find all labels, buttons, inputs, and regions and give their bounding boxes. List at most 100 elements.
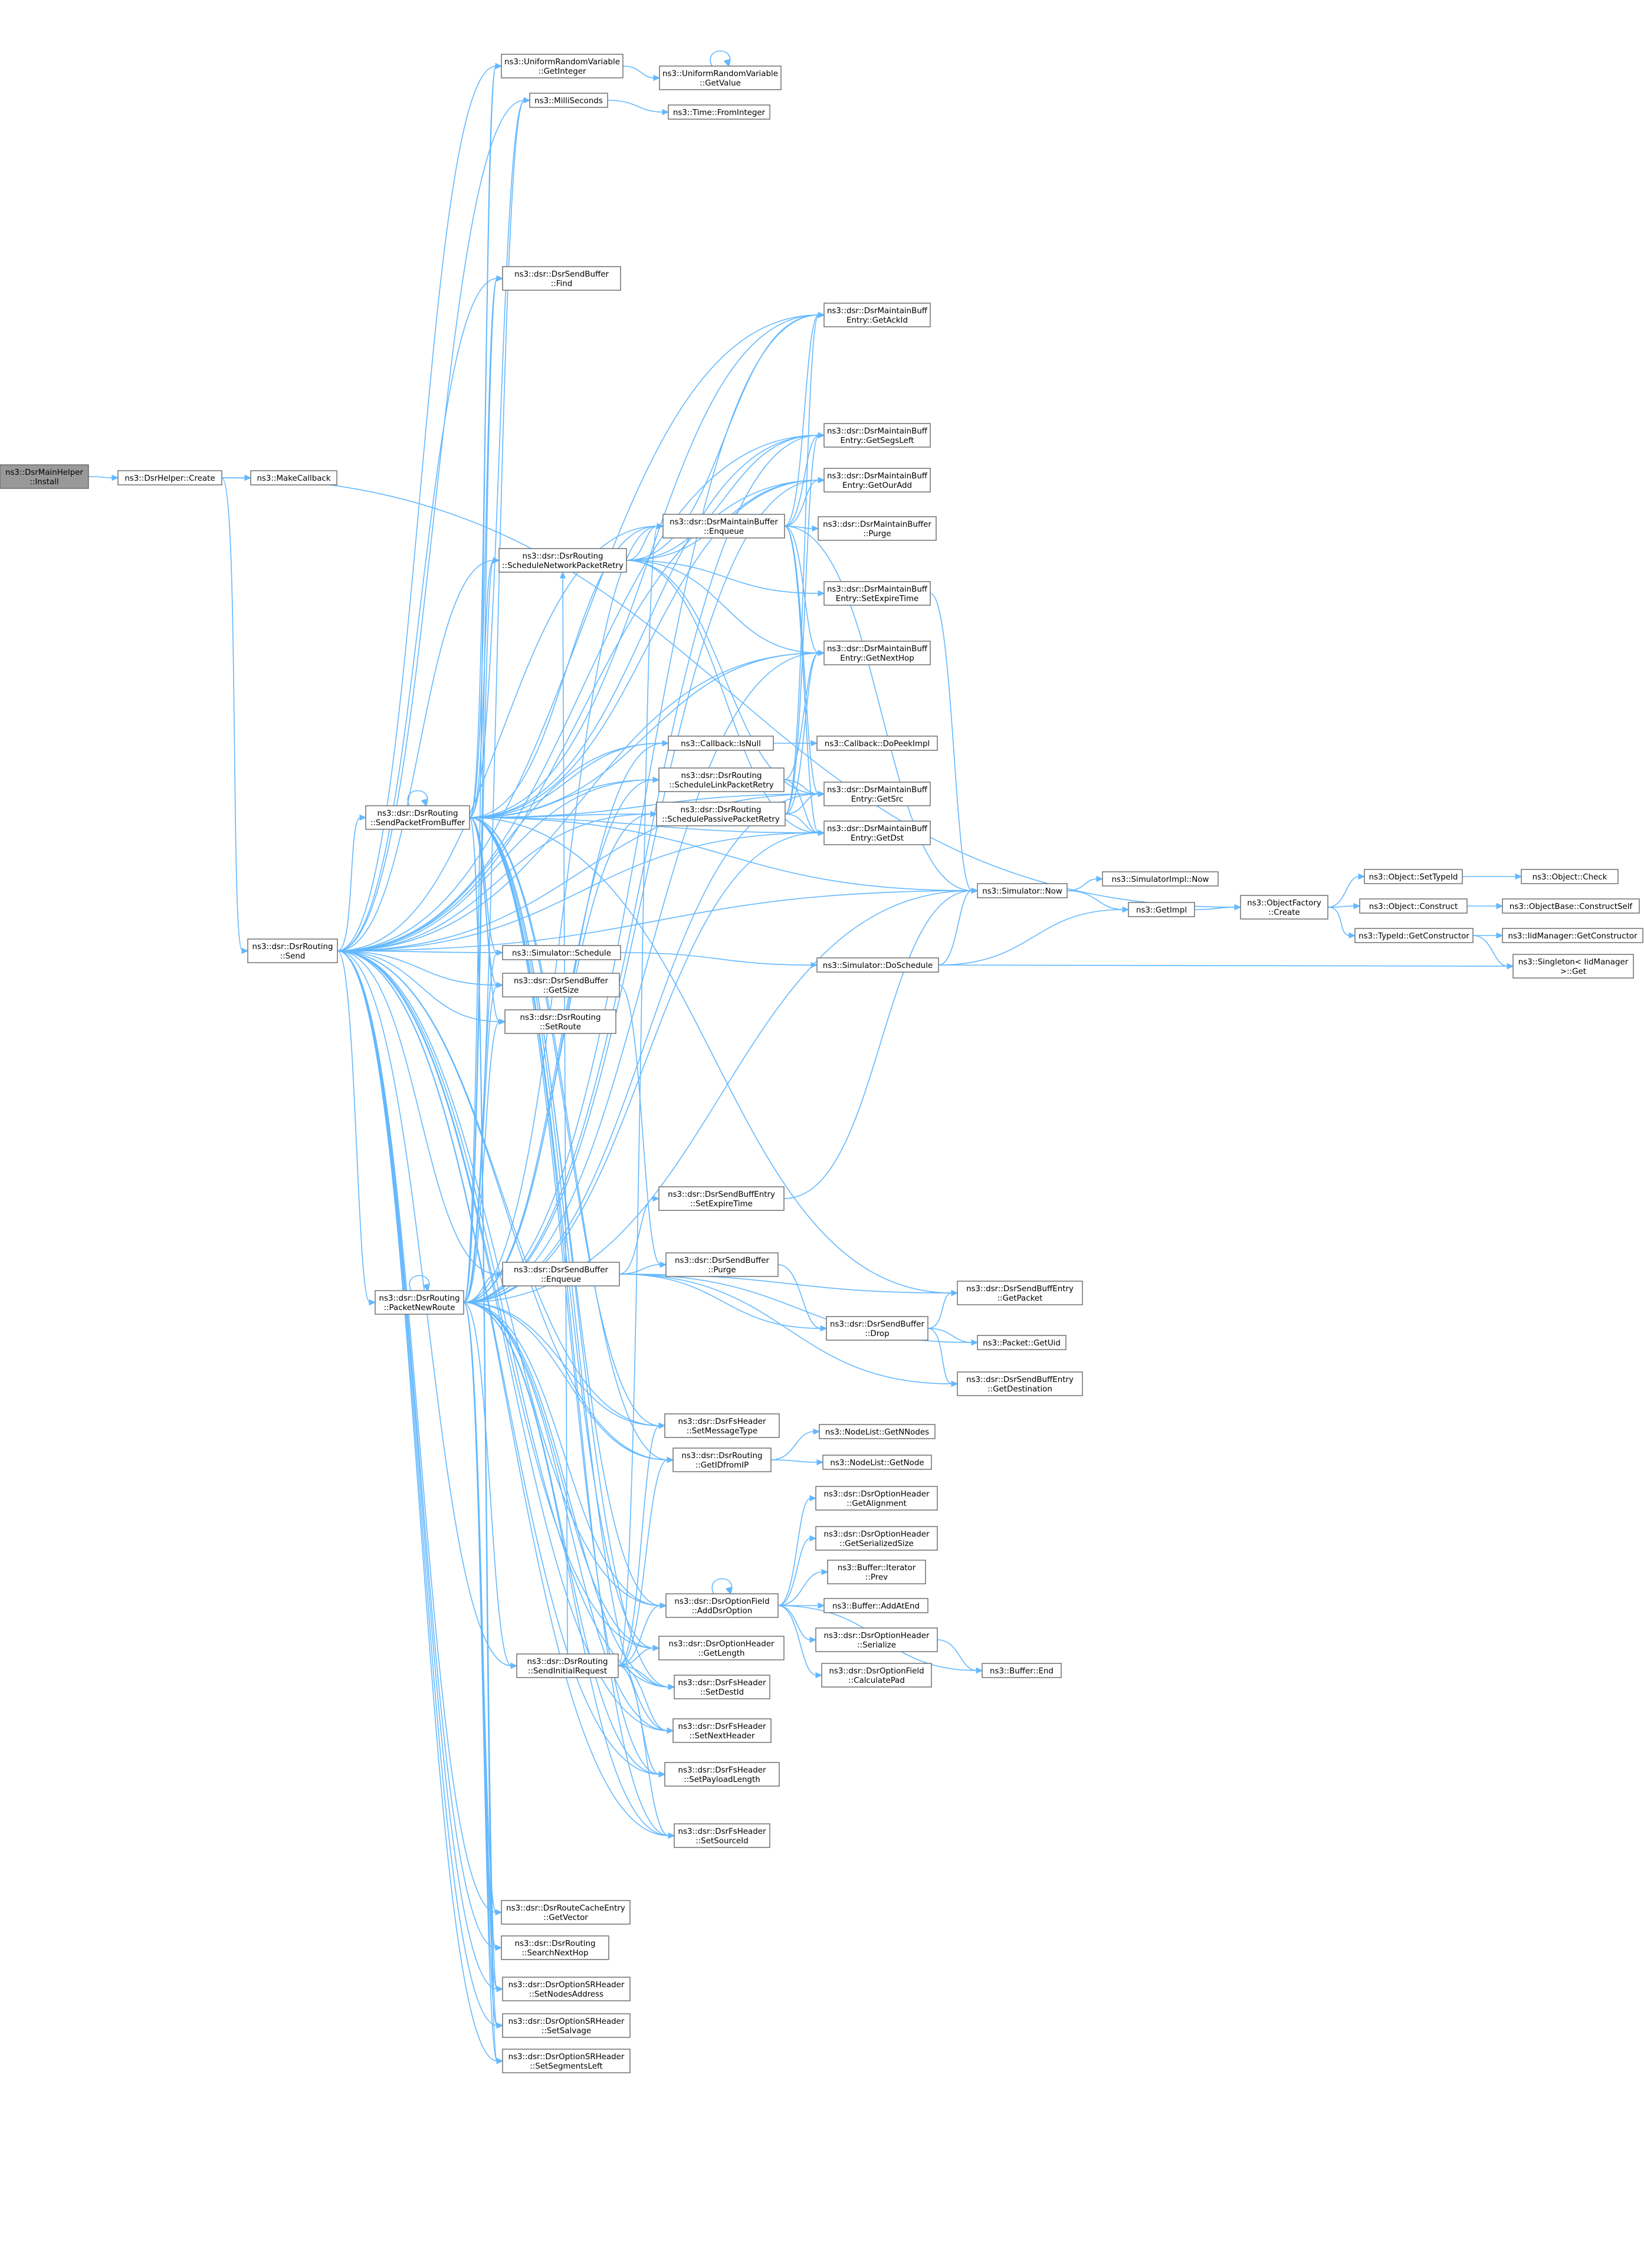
node-optheader_serialize[interactable]: ns3::dsr::DsrOptionHeader::Serialize (815, 1627, 938, 1652)
node-getsegsleft[interactable]: ns3::dsr::DsrMaintainBuffEntry::GetSegsL… (823, 423, 931, 448)
node-maintain_enqueue[interactable]: ns3::dsr::DsrMaintainBuffer::Enqueue (662, 514, 785, 539)
node-schedulenetwork[interactable]: ns3::dsr::DsrRouting::ScheduleNetworkPac… (498, 548, 627, 573)
node-label-line-2: ::GetPacket (997, 1294, 1043, 1303)
node-setnextheader[interactable]: ns3::dsr::DsrFsHeader::SetNextHeader (672, 1718, 772, 1743)
node-label-line-2: ::GetInteger (538, 67, 586, 76)
node-getserializedsize[interactable]: ns3::dsr::DsrOptionHeader::GetSerialized… (815, 1526, 938, 1551)
node-sendbuffer_find[interactable]: ns3::dsr::DsrSendBuffer::Find (502, 266, 621, 291)
edge-doschedule-to-singleton_get (938, 964, 1508, 967)
edge-sendbuffer_enqueue-to-sendbuffer_drop (619, 1274, 822, 1329)
node-getimpl[interactable]: ns3::GetImpl (1128, 902, 1195, 917)
node-label-line-2: ::AddDsrOption (692, 1607, 752, 1616)
node-label-line-2: ::CalculatePad (848, 1676, 905, 1685)
node-label-line-1: ns3::dsr::DsrOptionField (674, 1597, 769, 1606)
node-getvalue[interactable]: ns3::UniformRandomVariable::GetValue (659, 65, 782, 90)
node-frominteger[interactable]: ns3::Time::FromInteger (668, 104, 770, 120)
node-schedulepassive[interactable]: ns3::dsr::DsrRouting::SchedulePassivePac… (656, 802, 786, 826)
node-setsalvage[interactable]: ns3::dsr::DsrOptionSRHeader::SetSalvage (502, 2013, 631, 2038)
edge-doschedule-to-getimpl (938, 909, 1124, 966)
node-getalignment[interactable]: ns3::dsr::DsrOptionHeader::GetAlignment (815, 1486, 938, 1511)
node-send[interactable]: ns3::dsr::DsrRouting::Send (247, 938, 338, 963)
node-setsegmentsleft[interactable]: ns3::dsr::DsrOptionSRHeader::SetSegments… (502, 2049, 631, 2073)
node-sendbuffer_drop[interactable]: ns3::dsr::DsrSendBuffer::Drop (826, 1316, 928, 1341)
arrowhead-object_construct-to-constructself (1496, 902, 1504, 910)
node-packetnewroute[interactable]: ns3::dsr::DsrRouting::PacketNewRoute (375, 1290, 464, 1315)
node-sendpacketfrombuffer[interactable]: ns3::dsr::DsrRouting::SendPacketFromBuff… (365, 805, 470, 830)
node-searchnexthop[interactable]: ns3::dsr::DsrRouting::SearchNextHop (501, 1935, 609, 1960)
node-sendbuffentry_getdest[interactable]: ns3::dsr::DsrSendBuffEntry::GetDestinati… (957, 1371, 1083, 1396)
node-setmessagetype[interactable]: ns3::dsr::DsrFsHeader::SetMessageType (664, 1413, 780, 1438)
node-label-line-1: ns3::dsr::DsrSendBuffEntry (966, 1376, 1074, 1384)
node-makecallback[interactable]: ns3::MakeCallback (250, 470, 337, 485)
node-optheader_getlength[interactable]: ns3::dsr::DsrOptionHeader::GetLength (658, 1636, 785, 1660)
node-buffer_end[interactable]: ns3::Buffer::End (982, 1663, 1062, 1678)
node-setnodesaddress[interactable]: ns3::dsr::DsrOptionSRHeader::SetNodesAdd… (502, 1977, 631, 2001)
node-getinteger[interactable]: ns3::UniformRandomVariable::GetInteger (501, 54, 624, 78)
edge-send-to-setnodesaddress (337, 950, 498, 1990)
node-objectfactory_create[interactable]: ns3::ObjectFactory::Create (1240, 895, 1328, 920)
node-getnode[interactable]: ns3::NodeList::GetNode (822, 1455, 932, 1470)
edge-schedulepassive-to-getsegsleft (785, 435, 819, 815)
node-setdestid[interactable]: ns3::dsr::DsrFsHeader::SetDestId (674, 1675, 770, 1699)
node-dopeekimpl[interactable]: ns3::Callback::DoPeekImpl (816, 736, 938, 751)
node-simulator_now[interactable]: ns3::Simulator::Now (977, 883, 1068, 898)
edge-send-to-getdst (337, 832, 819, 951)
node-getnexthop[interactable]: ns3::dsr::DsrMaintainBuffEntry::GetNextH… (823, 641, 931, 665)
node-box (977, 883, 1068, 898)
node-milliseconds[interactable]: ns3::MilliSeconds (529, 93, 608, 108)
node-constructself[interactable]: ns3::ObjectBase::ConstructSelf (1502, 898, 1640, 914)
node-sendbuffer_purge[interactable]: ns3::dsr::DsrSendBuffer::Purge (665, 1252, 779, 1277)
node-label-line-1: ns3::Simulator::Schedule (512, 949, 611, 958)
node-routecache_getvector[interactable]: ns3::dsr::DsrRouteCacheEntry::GetVector (501, 1900, 631, 1925)
node-box (502, 1977, 631, 2001)
node-getconstructor[interactable]: ns3::TypeId::GetConstructor (1354, 928, 1474, 943)
arrowhead-sendinitialrequest-to-setdestid (668, 1683, 675, 1691)
node-getnnodes[interactable]: ns3::NodeList::GetNNodes (819, 1424, 936, 1439)
node-sendbuffentry_getpacket[interactable]: ns3::dsr::DsrSendBuffEntry::GetPacket (957, 1281, 1083, 1305)
node-iterator_prev[interactable]: ns3::Buffer::Iterator::Prev (827, 1560, 926, 1584)
node-settypeid[interactable]: ns3::Object::SetTypeId (1364, 869, 1463, 884)
node-calculatepad[interactable]: ns3::dsr::DsrOptionField::CalculatePad (821, 1663, 932, 1688)
edge-schedulepassive-to-getackid (785, 314, 819, 815)
node-adddsroption[interactable]: ns3::dsr::DsrOptionField::AddDsrOption (665, 1593, 779, 1618)
node-simulator_schedule[interactable]: ns3::Simulator::Schedule (502, 945, 621, 960)
node-getidfromip[interactable]: ns3::dsr::DsrRouting::GetIDfromIP (672, 1448, 772, 1472)
node-box (668, 104, 770, 120)
node-helper_create[interactable]: ns3::DsrHelper::Create (117, 470, 222, 485)
edge-milliseconds-to-frominteger (607, 100, 664, 113)
node-sendbuffentry_setexpire[interactable]: ns3::dsr::DsrSendBuffEntry::SetExpireTim… (658, 1186, 785, 1211)
node-iidmanager_getconstructor[interactable]: ns3::IidManager::GetConstructor (1502, 928, 1643, 943)
node-label-line-1: ns3::MakeCallback (257, 474, 330, 483)
node-schedulelink[interactable]: ns3::dsr::DsrRouting::ScheduleLinkPacket… (658, 767, 785, 792)
node-singleton_get[interactable]: ns3::Singleton< IidManager >::Get (1512, 954, 1634, 979)
node-getouradd[interactable]: ns3::dsr::DsrMaintainBuffEntry::GetOurAd… (823, 468, 931, 493)
node-setroute[interactable]: ns3::dsr::DsrRouting::SetRoute (504, 1009, 616, 1034)
node-maint_setexpire[interactable]: ns3::dsr::DsrMaintainBuffEntry::SetExpir… (823, 581, 931, 606)
node-packet_getuid[interactable]: ns3::Packet::GetUid (977, 1335, 1067, 1350)
node-setpayloadlength[interactable]: ns3::dsr::DsrFsHeader::SetPayloadLength (664, 1762, 780, 1787)
edge-adddsroption-to-getalignment (777, 1498, 811, 1606)
edge-helper_create-to-send (221, 477, 243, 951)
node-box (498, 548, 627, 573)
node-label-line-2: ::Enqueue (704, 527, 744, 536)
node-maintain_purge[interactable]: ns3::dsr::DsrMaintainBuffer::Purge (818, 516, 937, 541)
node-box (501, 1935, 609, 1960)
node-doschedule[interactable]: ns3::Simulator::DoSchedule (816, 957, 939, 973)
node-sendbuffer_enqueue[interactable]: ns3::dsr::DsrSendBuffer::Enqueue (502, 1262, 620, 1286)
node-setsourceid[interactable]: ns3::dsr::DsrFsHeader::SetSourceId (674, 1823, 770, 1848)
node-simimpl_now[interactable]: ns3::SimulatorImpl::Now (1102, 871, 1219, 887)
node-sendinitialrequest[interactable]: ns3::dsr::DsrRouting::SendInitialRequest (516, 1653, 619, 1678)
node-isnull[interactable]: ns3::Callback::IsNull (668, 736, 774, 751)
node-sendbuffer_getsize[interactable]: ns3::dsr::DsrSendBuffer::GetSize (502, 973, 620, 997)
edge-sendpacketfrombuffer-to-setpayloadlength (469, 817, 660, 1775)
arrowhead-sendbuffer_purge-to-sendbuffer_drop (820, 1325, 828, 1332)
node-box (656, 802, 786, 826)
edge-send-to-schedulelink (337, 779, 654, 951)
node-object_construct[interactable]: ns3::Object::Construct (1359, 898, 1468, 914)
node-object_check[interactable]: ns3::Object::Check (1521, 869, 1619, 884)
node-addatend[interactable]: ns3::Buffer::AddAtEnd (823, 1598, 928, 1613)
node-install[interactable]: ns3::DsrMainHelper::Install (0, 464, 89, 489)
